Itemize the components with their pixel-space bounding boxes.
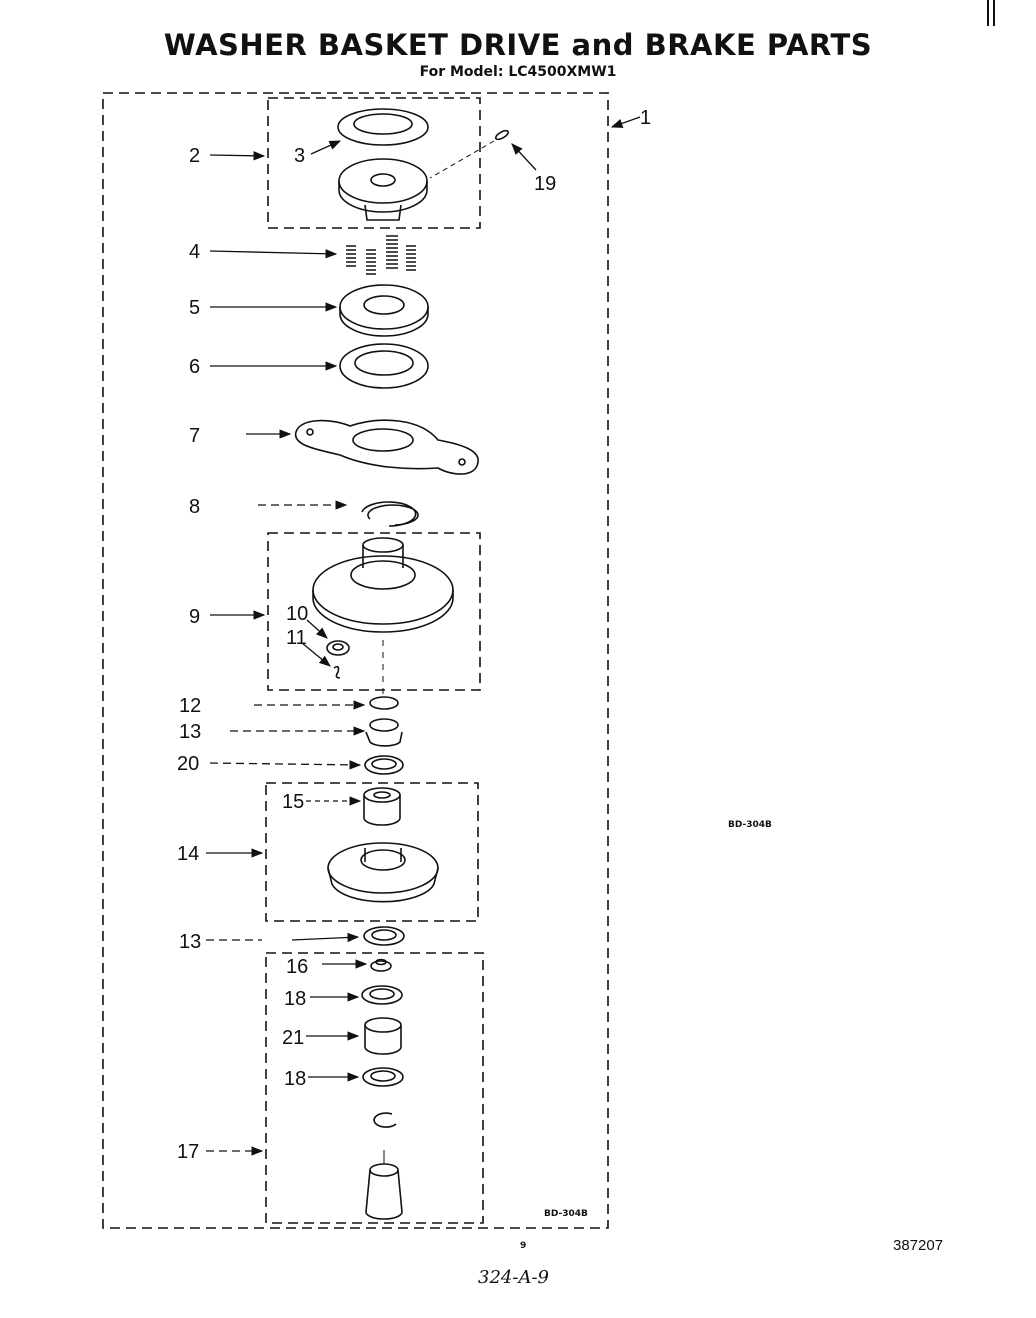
label-part-5: 5 [189,297,200,319]
part-13-bearing-lower [363,926,405,946]
label-part-19: 19 [534,173,556,195]
part-15-bushing [363,787,401,826]
label-part-18-lower: 18 [284,1068,306,1090]
label-part-1: 1 [640,107,651,129]
label-part-12: 12 [179,695,201,717]
diagram-code-bottom: BD-304B [544,1209,588,1219]
label-part-9: 9 [189,606,200,628]
label-part-11: 11 [286,627,307,649]
model-subtitle: For Model: LC4500XMW1 [419,64,617,80]
label-part-4: 4 [189,241,200,263]
margin-mark-left [987,0,989,26]
part-3-washer [337,108,429,146]
subassembly-box-17 [265,952,484,1224]
part-18-bearing-lower [362,1067,404,1087]
part-19-pin [429,129,510,179]
label-part-8: 8 [189,496,200,518]
part-9-housing [312,537,454,633]
label-part-17: 17 [177,1141,199,1163]
part-7-plate [295,419,479,475]
label-part-13-upper: 13 [179,721,201,743]
subassembly-box-9 [267,532,481,691]
label-part-20: 20 [177,753,199,775]
part-16-cap [370,958,392,972]
label-part-21: 21 [282,1027,304,1049]
label-part-7: 7 [189,425,200,447]
label-part-6: 6 [189,356,200,378]
label-part-10: 10 [286,603,308,625]
part-6-washer [339,343,429,389]
part-5-retainer [339,284,429,337]
handwritten-note: 324-A-9 [478,1267,549,1288]
part-21-sleeve [364,1017,402,1055]
retaining-clip [373,1112,397,1128]
part-4-springs [346,235,416,275]
part-20-ring [364,755,404,775]
document-number: 387207 [893,1237,943,1254]
part-2-drive-hub [338,158,428,221]
part-13-bearing-upper [365,718,403,747]
part-14-pulley-hub [327,842,439,903]
part-8-ring [361,501,419,527]
part-18-bearing-upper [361,985,403,1005]
part-12-ring [369,696,399,710]
diagram-code-side: BD-304B [728,820,772,830]
label-part-15: 15 [282,791,304,813]
assembly-boundary [102,92,609,1229]
label-part-18-upper: 18 [284,988,306,1010]
label-part-13-lower: 13 [179,931,201,953]
part-17-shaft [365,1150,403,1220]
page-title: WASHER BASKET DRIVE and BRAKE PARTS [163,28,873,62]
label-part-16: 16 [286,956,308,978]
label-part-14: 14 [177,843,199,865]
label-part-2: 2 [189,145,200,167]
leader-lines [206,116,641,1156]
page-number: 9 [520,1241,526,1251]
subassembly-box-2 [267,97,481,229]
part-10-11-seal [326,640,350,679]
label-part-3: 3 [294,145,305,167]
subassembly-box-14 [265,782,479,922]
margin-mark-right [993,0,995,26]
